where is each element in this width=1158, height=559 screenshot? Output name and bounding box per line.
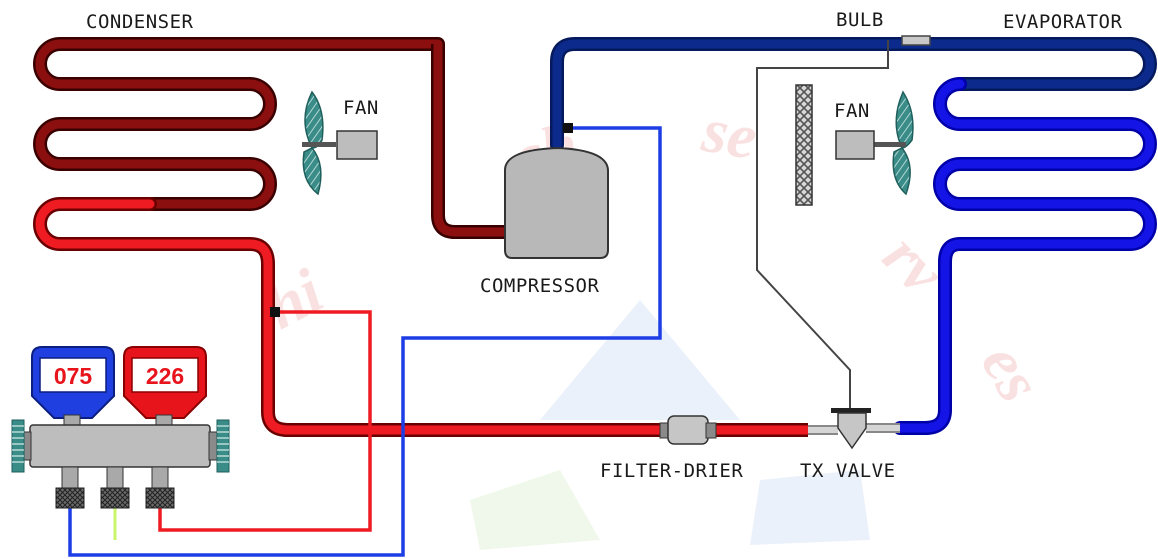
low-side-gauge-reading: 075 bbox=[54, 363, 93, 389]
liquid-line bbox=[715, 423, 900, 437]
fan-right-label: FAN bbox=[834, 100, 870, 122]
evaporator-coil bbox=[550, 37, 1157, 435]
evaporator-label: EVAPORATOR bbox=[1003, 11, 1122, 33]
compressor-icon bbox=[504, 146, 609, 259]
condenser-coil bbox=[33, 37, 667, 437]
fan-icon bbox=[302, 90, 378, 196]
bulb-label: BULB bbox=[836, 9, 884, 31]
high-side-gauge-reading: 226 bbox=[146, 363, 184, 389]
fan-left-label: FAN bbox=[343, 97, 379, 119]
sensing-bulb bbox=[756, 35, 931, 408]
svg-text:se: se bbox=[697, 94, 763, 173]
compressor-label: COMPRESSOR bbox=[480, 275, 599, 297]
filter-drier-label: FILTER-DRIER bbox=[600, 460, 743, 482]
filter-drier-icon bbox=[659, 415, 717, 445]
sensing-bulb-icon bbox=[901, 35, 931, 46]
discharge-line bbox=[431, 44, 505, 239]
tx-valve-label: TX VALVE bbox=[800, 460, 896, 482]
gauge-hoses bbox=[68, 123, 662, 557]
condenser-label: CONDENSER bbox=[86, 11, 194, 33]
svg-text:es: es bbox=[968, 332, 1056, 414]
manifold-gauge-icon bbox=[11, 346, 230, 509]
air-filter-grille bbox=[795, 84, 813, 206]
fan-icon bbox=[835, 90, 914, 196]
tx-valve-icon bbox=[831, 408, 871, 450]
